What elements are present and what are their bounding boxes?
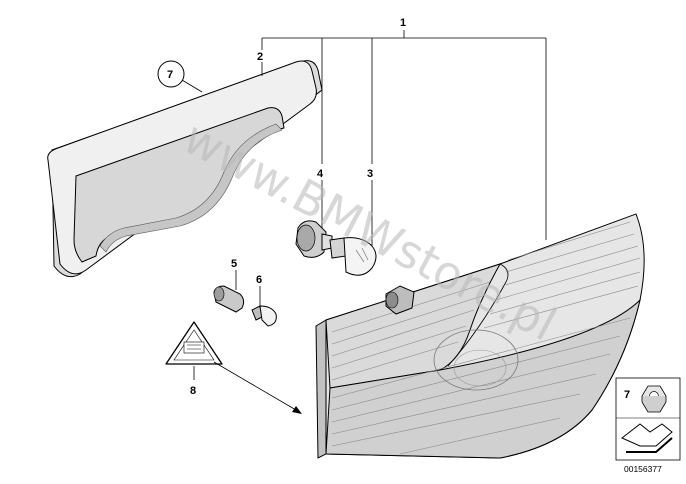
svg-text:6: 6 bbox=[256, 274, 262, 286]
small-socket-part[interactable] bbox=[213, 285, 245, 313]
callout-1[interactable]: 1 bbox=[400, 17, 406, 29]
svg-text:4: 4 bbox=[317, 168, 324, 180]
arrow-icon bbox=[621, 423, 673, 453]
svg-text:5: 5 bbox=[231, 258, 237, 270]
callout-5[interactable]: 5 bbox=[231, 258, 237, 270]
svg-text:3: 3 bbox=[367, 168, 373, 180]
callout-7-circle bbox=[157, 60, 185, 88]
bulb-part[interactable] bbox=[329, 237, 377, 276]
warning-sticker-part[interactable] bbox=[165, 321, 223, 365]
diagram-id: 00156377 bbox=[624, 464, 662, 474]
callout-2[interactable]: 2 bbox=[257, 51, 263, 63]
gasket-part[interactable] bbox=[47, 60, 323, 278]
leader-lines bbox=[181, 30, 547, 414]
callout-6[interactable]: 6 bbox=[256, 274, 262, 286]
svg-text:7: 7 bbox=[167, 69, 173, 81]
legend-box: 7 bbox=[615, 377, 681, 461]
callout-8[interactable]: 8 bbox=[190, 385, 196, 397]
callout-4[interactable]: 4 bbox=[317, 168, 324, 180]
callout-7[interactable]: 7 bbox=[157, 60, 185, 88]
legend-nut-number: 7 bbox=[624, 389, 630, 401]
rear-light-part[interactable] bbox=[315, 213, 645, 459]
svg-text:8: 8 bbox=[190, 385, 196, 397]
callout-3[interactable]: 3 bbox=[367, 168, 373, 180]
svg-text:2: 2 bbox=[257, 51, 263, 63]
wedge-bulb-part[interactable] bbox=[251, 305, 277, 327]
svg-text:1: 1 bbox=[400, 17, 406, 29]
hex-nut-icon bbox=[641, 385, 667, 413]
